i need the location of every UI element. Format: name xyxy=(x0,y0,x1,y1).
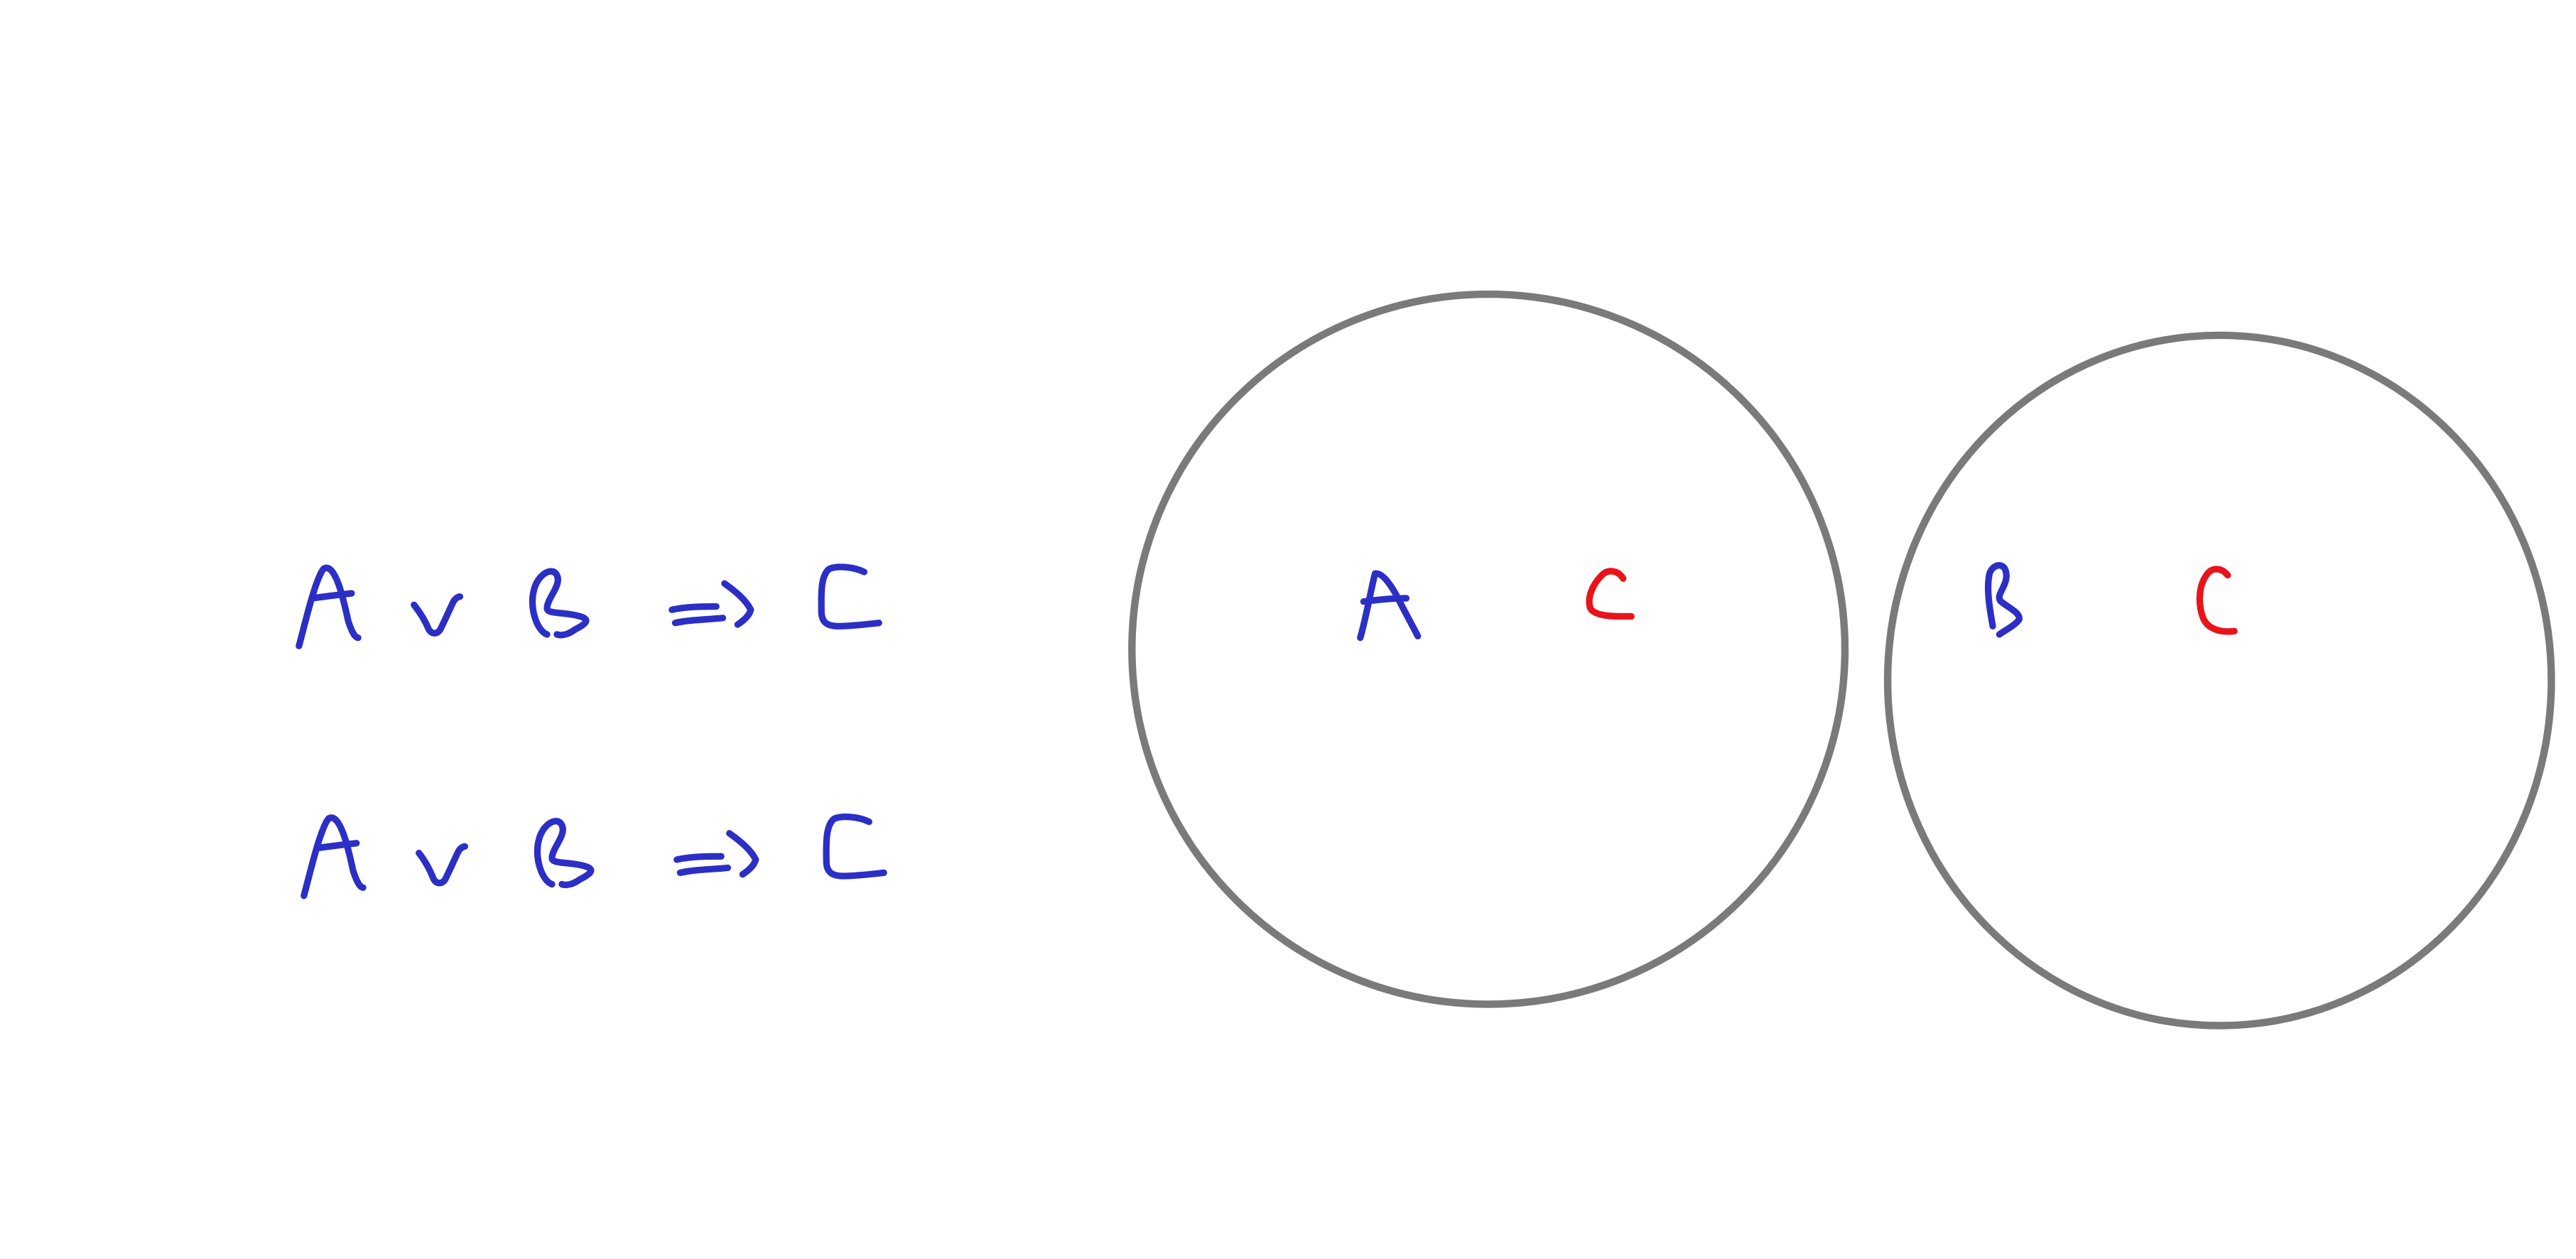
formula-2-token-C xyxy=(823,814,887,880)
formula-1-implies-line-1 xyxy=(669,603,720,613)
venn-circle-left-label-A xyxy=(1357,570,1422,642)
venn-circle-right xyxy=(1883,331,2555,1030)
formula-1-token-B xyxy=(529,568,590,639)
formula-2-token-or xyxy=(416,843,469,887)
circle-left-A-bar xyxy=(1360,595,1410,605)
formula-row-1 xyxy=(296,563,882,649)
formula-2-token-B xyxy=(534,818,595,889)
formula-1-token-A xyxy=(296,564,362,649)
formula-1-token-implies xyxy=(669,580,754,628)
formula-1-implies-line-2 xyxy=(671,615,727,627)
formula-1-A-stroke xyxy=(296,564,362,649)
venn-circle-left-label-C xyxy=(1586,568,1635,620)
circle-left-A-stroke xyxy=(1357,570,1422,642)
venn-circle-right-outline xyxy=(1883,331,2555,1030)
formula-2-implies-line-2 xyxy=(676,864,732,876)
formula-1-token-C xyxy=(818,563,882,630)
venn-circle-left xyxy=(1128,290,1849,1008)
formula-row-2 xyxy=(301,814,887,899)
formula-1-A-bar xyxy=(308,590,355,602)
formula-2-implies-line-1 xyxy=(673,853,725,863)
formula-2-token-implies xyxy=(673,830,759,878)
formula-2-token-A xyxy=(301,814,367,899)
venn-circle-right-label-B xyxy=(1984,562,2023,638)
venn-circle-right-label-C xyxy=(2196,566,2238,635)
formula-2-A-stroke xyxy=(301,814,367,899)
formula-2-A-bar xyxy=(313,840,360,852)
formula-1-implies-head xyxy=(721,580,754,628)
formula-2-implies-head xyxy=(726,830,759,878)
formula-1-token-or xyxy=(411,593,464,637)
venn-circle-left-outline xyxy=(1128,290,1849,1008)
